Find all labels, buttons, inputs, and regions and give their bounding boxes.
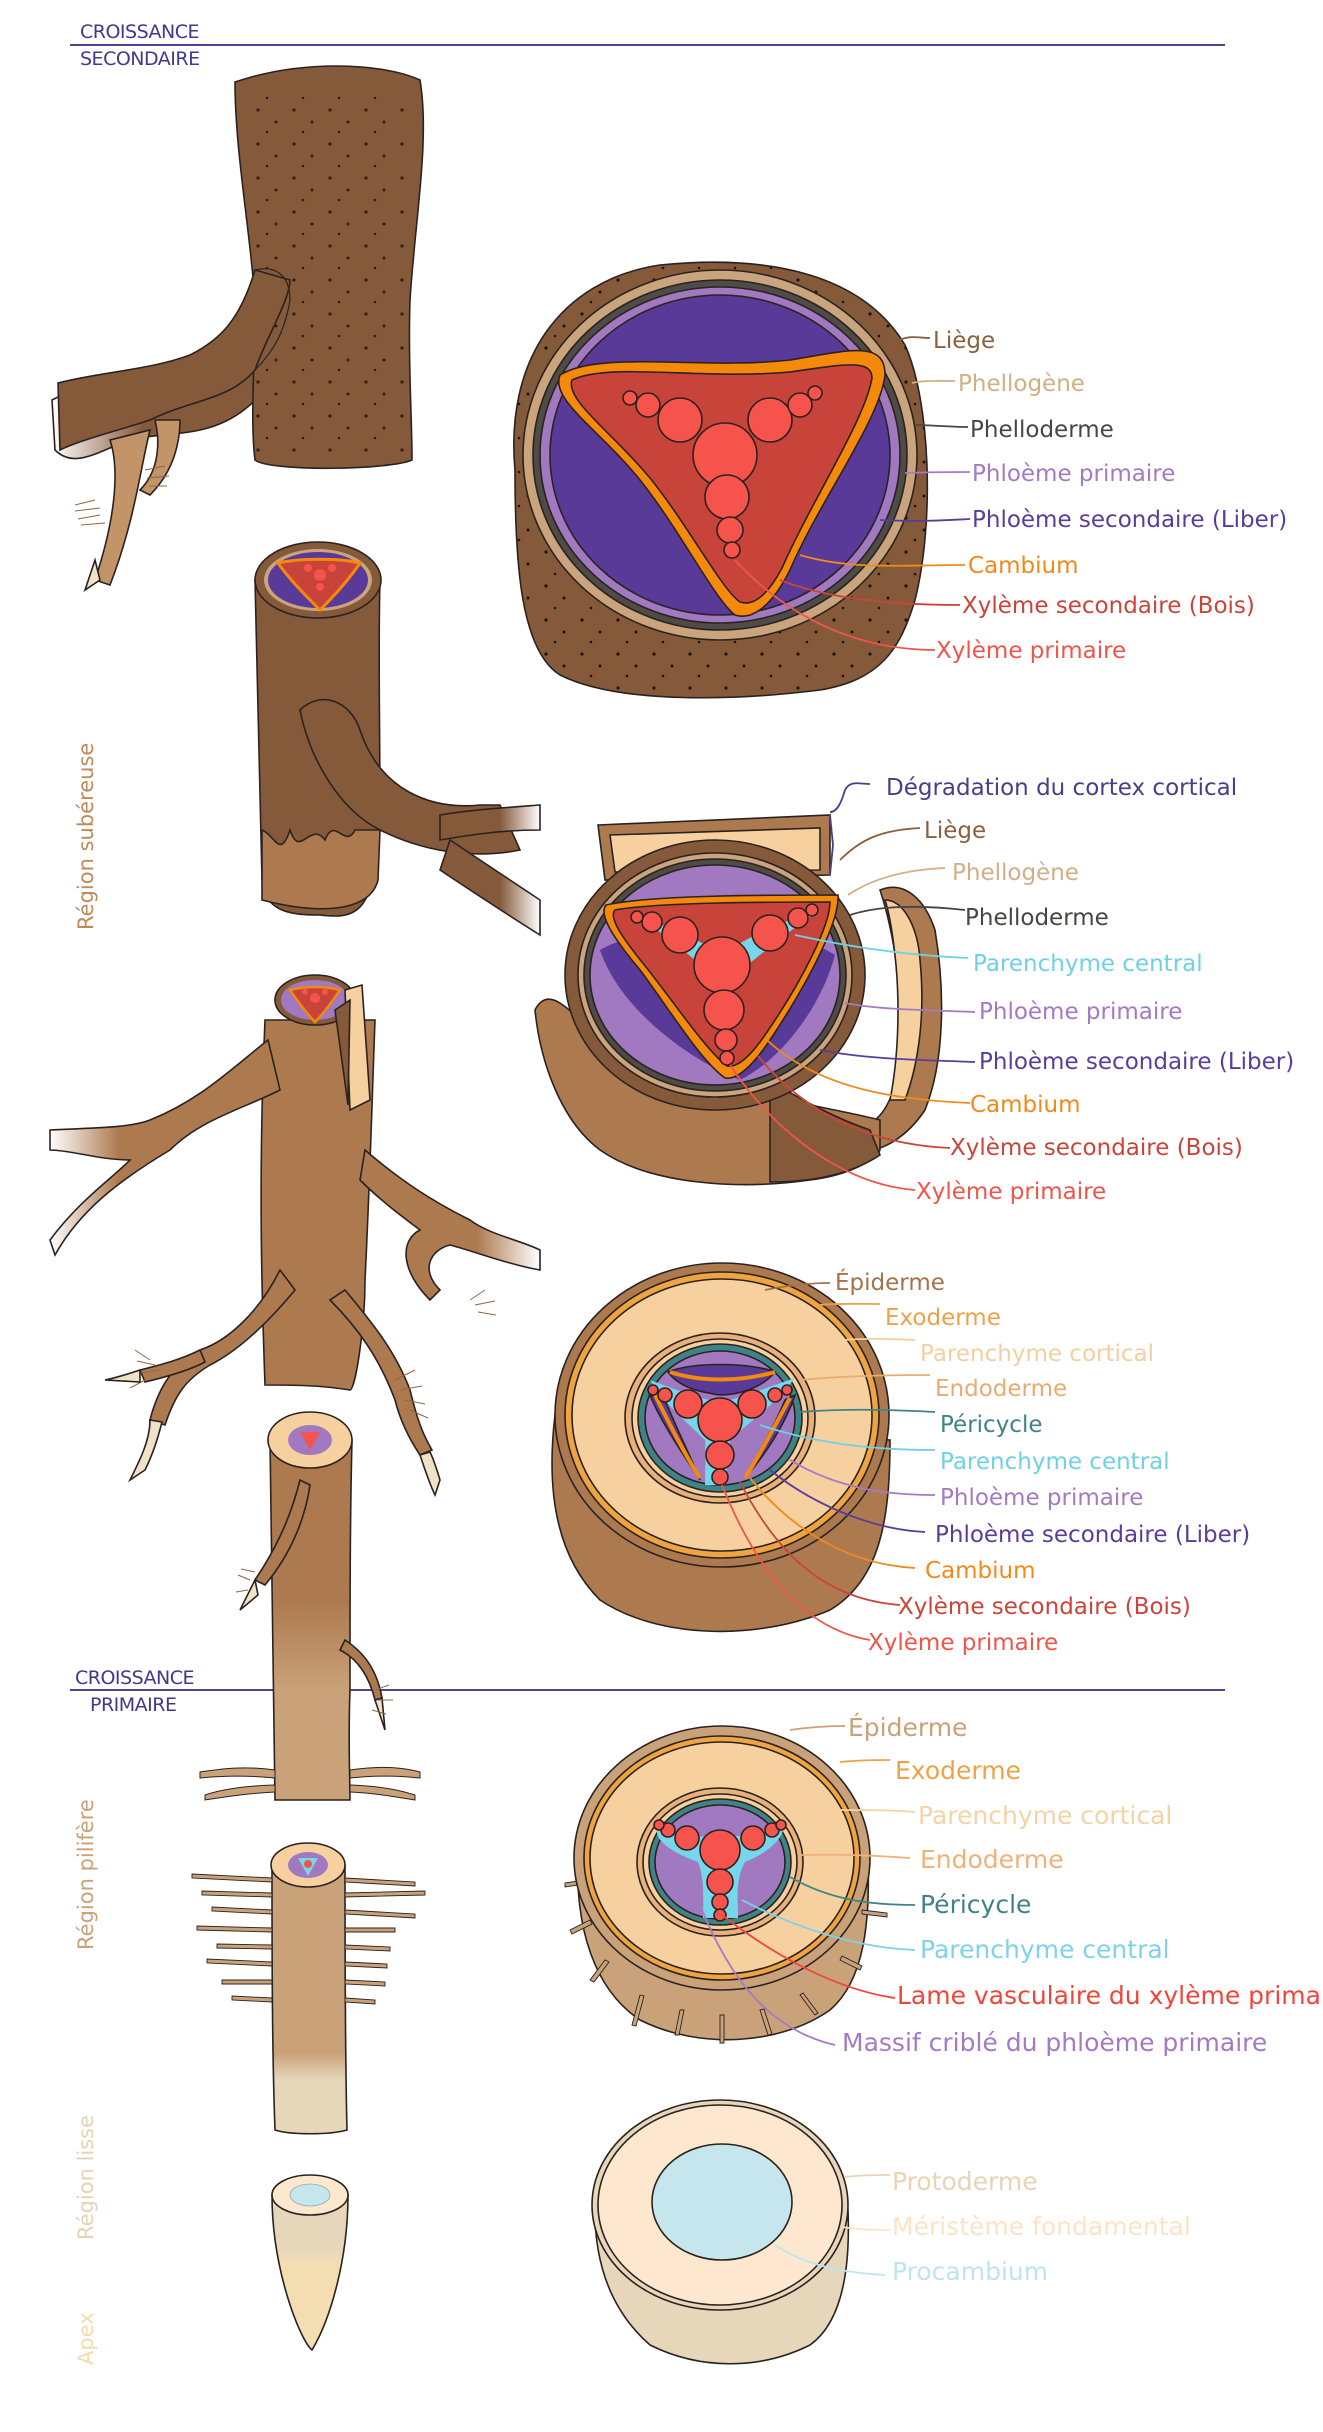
root-hairs — [191, 1873, 426, 2005]
label-massif-crible: Massif criblé du phloème primaire — [842, 2028, 1267, 2057]
label-pericycle: Péricycle — [940, 1412, 1043, 1438]
cross-section-apex: Protoderme Méristème fondamental Procamb… — [591, 2099, 1191, 2365]
label-lame-vasculaire: Lame vasculaire du xylème primaire — [897, 1981, 1323, 2010]
region-label-suberous: Région subéreuse — [74, 743, 98, 930]
label-phloeme-primaire: Phloème primaire — [972, 461, 1175, 487]
section-header-secondary: CROISSANCE SECONDAIRE — [70, 21, 1225, 70]
label-procambium: Procambium — [892, 2257, 1048, 2286]
label-phloeme-primaire: Phloème primaire — [979, 999, 1182, 1025]
label-group: Épiderme Exoderme Parenchyme cortical En… — [835, 1268, 1250, 1656]
cross-section-secondary-degrading: Dégradation du cortex cortical Liège Phe… — [534, 775, 1294, 1205]
label-xyleme-primaire: Xylème primaire — [936, 638, 1126, 664]
root-illustration-suberous — [254, 541, 541, 937]
label-liege: Liège — [924, 818, 986, 844]
label-xyleme-primaire: Xylème primaire — [868, 1630, 1058, 1656]
cross-section-primary-piliferous: Épiderme Exoderme Parenchyme cortical En… — [564, 1713, 1323, 2057]
label-cambium: Cambium — [970, 1092, 1081, 1118]
xylem-vessels — [653, 1819, 787, 1922]
root-illustration-piliferous — [191, 1842, 426, 2135]
label-phelloderme: Phelloderme — [965, 905, 1109, 931]
label-liege: Liège — [933, 328, 995, 354]
xylem-vessels — [630, 903, 819, 1066]
label-phellogene: Phellogène — [958, 371, 1085, 397]
root-hairs — [564, 1879, 888, 2044]
label-group: Liège Phellogène Phelloderme Phloème pri… — [933, 328, 1287, 664]
root-illustration-mature — [51, 65, 425, 592]
label-meristeme-fondamental: Méristème fondamental — [892, 2212, 1191, 2241]
section-title-line1: CROISSANCE — [75, 1667, 194, 1689]
xylem-vessels — [622, 385, 823, 559]
label-cambium: Cambium — [968, 553, 1079, 579]
label-epiderme: Épiderme — [848, 1713, 967, 1742]
label-parenchyme-cortical: Parenchyme cortical — [920, 1341, 1154, 1367]
label-exoderme: Exoderme — [885, 1305, 1001, 1331]
label-group: Dégradation du cortex cortical Liège Phe… — [886, 775, 1294, 1205]
label-parenchyme-central: Parenchyme central — [940, 1449, 1170, 1475]
section-title-line1: CROISSANCE — [80, 21, 199, 43]
label-parenchyme-central: Parenchyme central — [920, 1935, 1170, 1964]
section-title-line2: PRIMAIRE — [90, 1694, 176, 1716]
label-phellogene: Phellogène — [952, 860, 1079, 886]
region-label-piliferous: Région pilifère — [74, 1799, 98, 1950]
label-xyleme-primaire: Xylème primaire — [916, 1179, 1106, 1205]
root-illustration-young — [199, 1411, 421, 1801]
label-cambium: Cambium — [925, 1558, 1036, 1584]
label-epiderme: Épiderme — [835, 1268, 945, 1296]
label-endoderme: Endoderme — [935, 1376, 1067, 1402]
section-header-primary: CROISSANCE PRIMAIRE — [70, 1667, 1225, 1716]
label-degradation-cortex: Dégradation du cortex cortical — [886, 775, 1237, 801]
label-xyleme-secondaire: Xylème secondaire (Bois) — [950, 1135, 1243, 1161]
cross-section-secondary-early: Épiderme Exoderme Parenchyme cortical En… — [551, 1262, 1250, 1656]
label-group: Protoderme Méristème fondamental Procamb… — [892, 2167, 1191, 2286]
label-group: Épiderme Exoderme Parenchyme cortical En… — [842, 1713, 1323, 2057]
label-phloeme-secondaire: Phloème secondaire (Liber) — [935, 1522, 1250, 1548]
label-xyleme-secondaire: Xylème secondaire (Bois) — [898, 1594, 1191, 1620]
label-protoderme: Protoderme — [892, 2167, 1038, 2196]
label-parenchyme-central: Parenchyme central — [973, 951, 1203, 977]
label-endoderme: Endoderme — [920, 1845, 1064, 1874]
label-pericycle: Péricycle — [920, 1890, 1031, 1919]
root-illustration-apex — [271, 2174, 349, 2352]
label-phloeme-primaire: Phloème primaire — [940, 1485, 1143, 1511]
cross-section-secondary-mature: Liège Phellogène Phelloderme Phloème pri… — [513, 261, 1287, 699]
label-xyleme-secondaire: Xylème secondaire (Bois) — [962, 593, 1255, 619]
label-exoderme: Exoderme — [895, 1756, 1021, 1785]
xylem-vessels — [647, 1384, 793, 1486]
label-parenchyme-cortical: Parenchyme cortical — [918, 1801, 1172, 1830]
region-label-smooth: Région lisse — [74, 2115, 98, 2240]
section-title-line2: SECONDAIRE — [80, 48, 200, 70]
region-label-apex: Apex — [74, 2312, 98, 2365]
root-illustration-degrading — [49, 974, 541, 1498]
label-phloeme-secondaire: Phloème secondaire (Liber) — [979, 1049, 1294, 1075]
label-phloeme-secondaire: Phloème secondaire (Liber) — [972, 507, 1287, 533]
label-phelloderme: Phelloderme — [970, 417, 1114, 443]
